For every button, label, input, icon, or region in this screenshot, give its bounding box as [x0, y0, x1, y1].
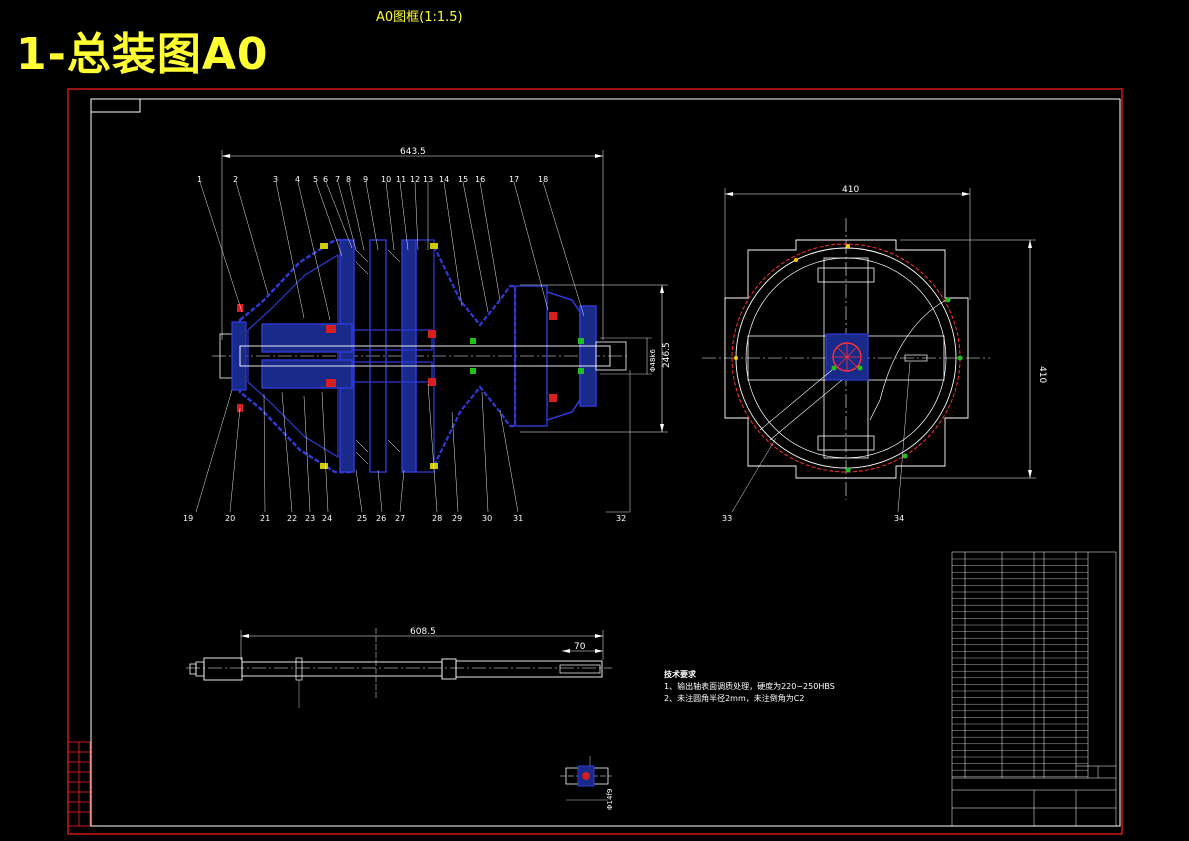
- part-label-12: 12: [410, 175, 420, 184]
- part-label-19: 19: [183, 514, 193, 523]
- inner-frame: [90, 98, 1121, 827]
- technical-requirements: 技术要求 1、输出轴表面调质处理，硬度为220−250HBS 2、未注圆角半径2…: [664, 669, 835, 703]
- part-label-27: 27: [395, 514, 405, 523]
- dim-main-height: 246.5: [662, 342, 672, 368]
- title-block: [951, 551, 1117, 827]
- dim-main-width: 643.5: [400, 147, 426, 157]
- part-label-30: 30: [482, 514, 492, 523]
- requirements-heading: 技术要求: [664, 669, 697, 679]
- requirements-line-1: 1、输出轴表面调质处理，硬度为220−250HBS: [664, 681, 835, 691]
- bom-rows: [952, 558, 1088, 777]
- part-label-9: 9: [363, 175, 368, 184]
- part-label-17: 17: [509, 175, 519, 184]
- part-label-20: 20: [225, 514, 235, 523]
- part-label-28: 28: [432, 514, 442, 523]
- part-label-8: 8: [346, 175, 351, 184]
- part-label-22: 22: [287, 514, 297, 523]
- part-label-4: 4: [295, 175, 300, 184]
- frame-note: A0图框(1:1.5): [376, 10, 463, 25]
- part-label-31: 31: [513, 514, 523, 523]
- binding-column: [67, 741, 91, 827]
- part-label-33: 33: [722, 514, 732, 523]
- part-label-34: 34: [894, 514, 904, 523]
- key-section-detail: Φ14f9: [560, 756, 614, 810]
- part-label-11: 11: [396, 175, 406, 184]
- part-label-18: 18: [538, 175, 548, 184]
- part-label-26: 26: [376, 514, 386, 523]
- part-label-23: 23: [305, 514, 315, 523]
- part-label-2: 2: [233, 175, 238, 184]
- part-label-25: 25: [357, 514, 367, 523]
- code-box: [90, 98, 141, 113]
- dim-key: Φ14f9: [606, 789, 614, 810]
- dim-side-width: 410: [842, 185, 859, 195]
- part-label-14: 14: [439, 175, 449, 184]
- part-label-16: 16: [475, 175, 485, 184]
- dim-side-height: 410: [1037, 366, 1047, 383]
- part-label-15: 15: [458, 175, 468, 184]
- part-label-7: 7: [335, 175, 340, 184]
- part-label-6: 6: [323, 175, 328, 184]
- part-label-5: 5: [313, 175, 318, 184]
- main-section-view: 1 2 3 4 5 6 7 8 9 10 11 12 13 14 15 16 1…: [183, 147, 672, 523]
- shaft-detail: 608.5 70: [186, 627, 612, 708]
- side-view: 33 34 410 410: [702, 185, 1047, 523]
- requirements-line-2: 2、未注圆角半径2mm，未注倒角为C2: [664, 693, 804, 703]
- dim-shaft-key: 70: [574, 642, 586, 652]
- dim-main-bore: Φ48k6: [649, 349, 657, 372]
- part-label-10: 10: [381, 175, 391, 184]
- part-label-3: 3: [273, 175, 278, 184]
- dim-shaft-length: 608.5: [410, 627, 436, 637]
- outer-frame: [67, 88, 1123, 835]
- part-label-24: 24: [322, 514, 332, 523]
- drawing-title: 1-总装图A0: [16, 29, 269, 80]
- part-label-21: 21: [260, 514, 270, 523]
- part-label-1: 1: [197, 175, 202, 184]
- part-label-13: 13: [423, 175, 433, 184]
- part-label-29: 29: [452, 514, 462, 523]
- part-label-32: 32: [616, 514, 626, 523]
